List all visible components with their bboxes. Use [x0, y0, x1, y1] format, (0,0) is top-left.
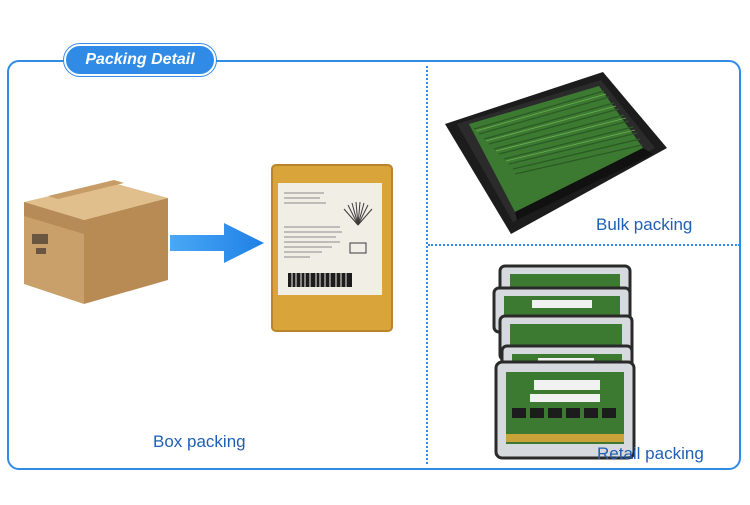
page-title: Packing Detail — [85, 51, 195, 68]
packing-panel — [7, 60, 741, 470]
arrow-right-icon — [170, 223, 264, 263]
horizontal-divider — [428, 244, 740, 246]
retail-packing-caption: Retail packing — [597, 444, 704, 463]
bulk-tray-image — [445, 72, 667, 234]
retail-blister-image — [492, 264, 636, 460]
shipping-box-image — [24, 180, 168, 304]
padded-envelope-image — [271, 164, 393, 332]
bulk-packing-caption: Bulk packing — [596, 215, 693, 234]
vertical-divider — [426, 66, 428, 464]
section-title-badge: Packing Detail — [64, 44, 216, 76]
box-packing-caption: Box packing — [153, 432, 246, 451]
